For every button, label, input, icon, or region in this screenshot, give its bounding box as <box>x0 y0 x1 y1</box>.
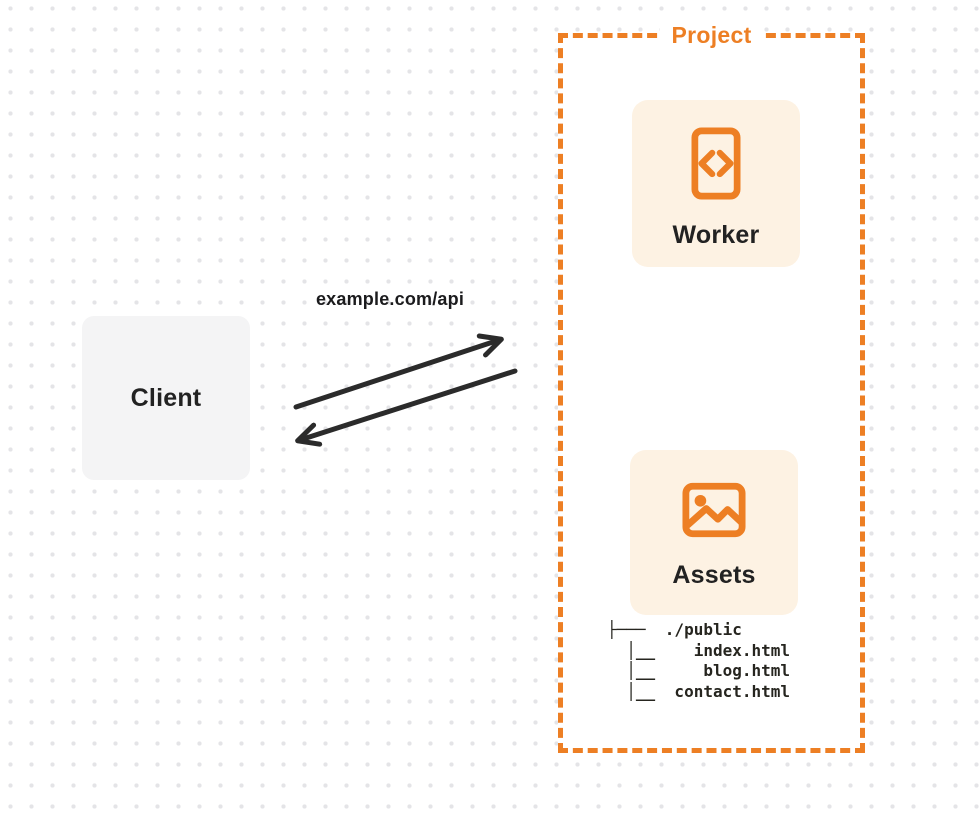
worker-label: Worker <box>672 221 760 249</box>
request-url-label: example.com/api <box>315 289 465 309</box>
worker-node: Worker <box>632 100 800 267</box>
file-tree: ├─── ./public │__ index.html │__ blog.ht… <box>607 620 790 702</box>
request-arrow <box>293 333 504 410</box>
client-node: Client <box>82 316 250 480</box>
image-icon <box>682 482 746 538</box>
code-icon <box>691 127 741 200</box>
file-tree-line-index: │__ index.html <box>607 640 791 660</box>
response-arrow <box>295 368 518 447</box>
project-title: Project <box>659 21 764 49</box>
file-tree-line-root: ├─── ./public <box>607 620 742 639</box>
file-tree-line-contact: │__ contact.html <box>607 681 791 701</box>
assets-label: Assets <box>672 561 756 589</box>
project-boundary: Project Worker Assets ├─── ./public │__ … <box>558 21 865 753</box>
client-label: Client <box>130 384 202 412</box>
assets-node: Assets <box>630 450 798 615</box>
file-tree-line-blog: │__ blog.html <box>607 661 791 680</box>
